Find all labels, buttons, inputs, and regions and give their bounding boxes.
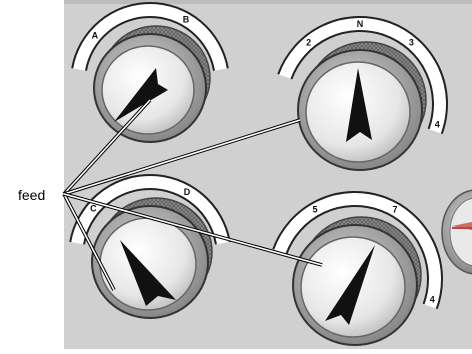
feed-callout-label: feed — [18, 187, 45, 203]
dial-scale-mark: 2 — [306, 38, 311, 48]
dial-scale-mark: 4 — [430, 295, 435, 305]
dial-scale-mark: C — [90, 203, 97, 213]
dial-scale-mark: N — [357, 19, 364, 29]
panel-shadow-strip — [64, 0, 472, 4]
dial-scale-mark: A — [92, 31, 99, 41]
dial-scale-mark: 7 — [392, 205, 397, 215]
dial-scale-mark: 3 — [409, 38, 414, 48]
dial-scale-mark: 5 — [312, 205, 317, 215]
dial-scale-mark: B — [183, 15, 190, 25]
dial-scale-mark: D — [184, 187, 191, 197]
dial-scale-mark: 4 — [435, 120, 440, 130]
